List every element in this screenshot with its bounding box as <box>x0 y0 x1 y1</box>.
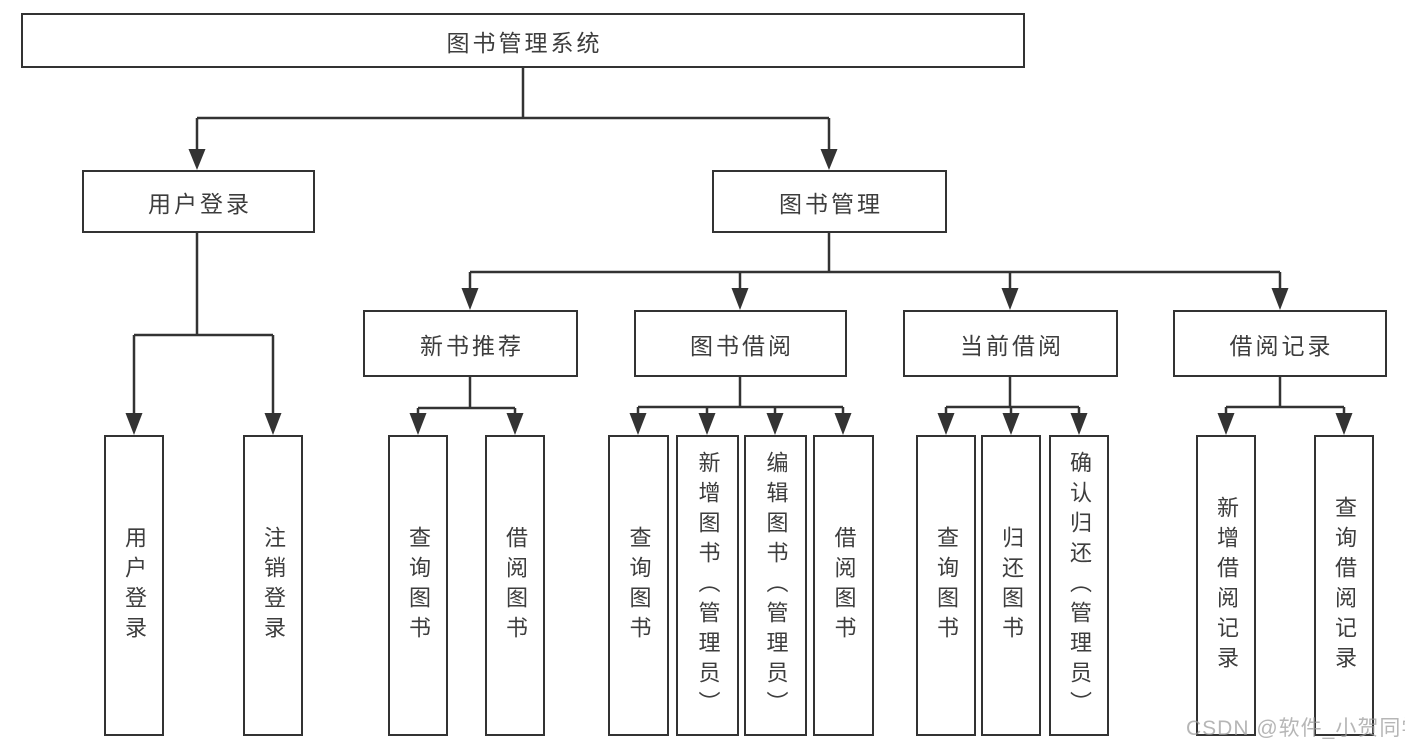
connector-root-to-level2 <box>195 68 831 151</box>
leaf-logout: 注销登录 <box>243 435 303 736</box>
leaf-confirm-return-admin: 确认归还（管理员） <box>1049 435 1109 736</box>
connector-book-borrow-to-leaves <box>636 376 845 415</box>
connector-user-login-to-leaves <box>132 233 275 415</box>
leaf-query-books-rec: 查询图书 <box>388 435 448 736</box>
node-book-borrow: 图书借阅 <box>634 310 847 377</box>
leaf-user-login: 用户登录 <box>104 435 164 736</box>
connector-current-borrow-to-leaves <box>944 376 1081 415</box>
node-book-mgmt: 图书管理 <box>712 170 947 233</box>
csdn-watermark: CSDN @软件_小贺同学 <box>1186 717 1405 740</box>
arrowheads-user-login-leaves <box>125 413 282 435</box>
node-borrow-records: 借阅记录 <box>1173 310 1387 377</box>
leaf-query-borrow-record: 查询借阅记录 <box>1314 435 1374 736</box>
leaf-add-books-admin: 新增图书（管理员） <box>676 435 739 736</box>
leaf-add-borrow-record: 新增借阅记录 <box>1196 435 1256 736</box>
connector-book-mgmt-to-level3 <box>468 233 1282 290</box>
leaf-borrow-books-rec: 借阅图书 <box>485 435 545 736</box>
leaf-borrow-books: 借阅图书 <box>813 435 874 736</box>
node-root: 图书管理系统 <box>21 13 1025 68</box>
node-user-login: 用户登录 <box>82 170 315 233</box>
arrowheads-level3 <box>461 288 1289 310</box>
connector-new-book-rec-to-leaves <box>416 376 517 415</box>
arrowheads-book-borrow-leaves <box>629 413 852 435</box>
node-current-borrow: 当前借阅 <box>903 310 1118 377</box>
arrowheads-new-book-rec-leaves <box>409 413 524 435</box>
node-new-book-rec: 新书推荐 <box>363 310 578 377</box>
leaf-query-books-borrow: 查询图书 <box>608 435 669 736</box>
arrowheads-current-borrow-leaves <box>937 413 1088 435</box>
arrowheads-level2 <box>188 149 838 170</box>
arrowheads-borrow-records-leaves <box>1217 413 1353 435</box>
leaf-query-books-current: 查询图书 <box>916 435 976 736</box>
leaf-return-books: 归还图书 <box>981 435 1041 736</box>
connector-borrow-records-to-leaves <box>1224 376 1346 415</box>
leaf-edit-books-admin: 编辑图书（管理员） <box>744 435 807 736</box>
